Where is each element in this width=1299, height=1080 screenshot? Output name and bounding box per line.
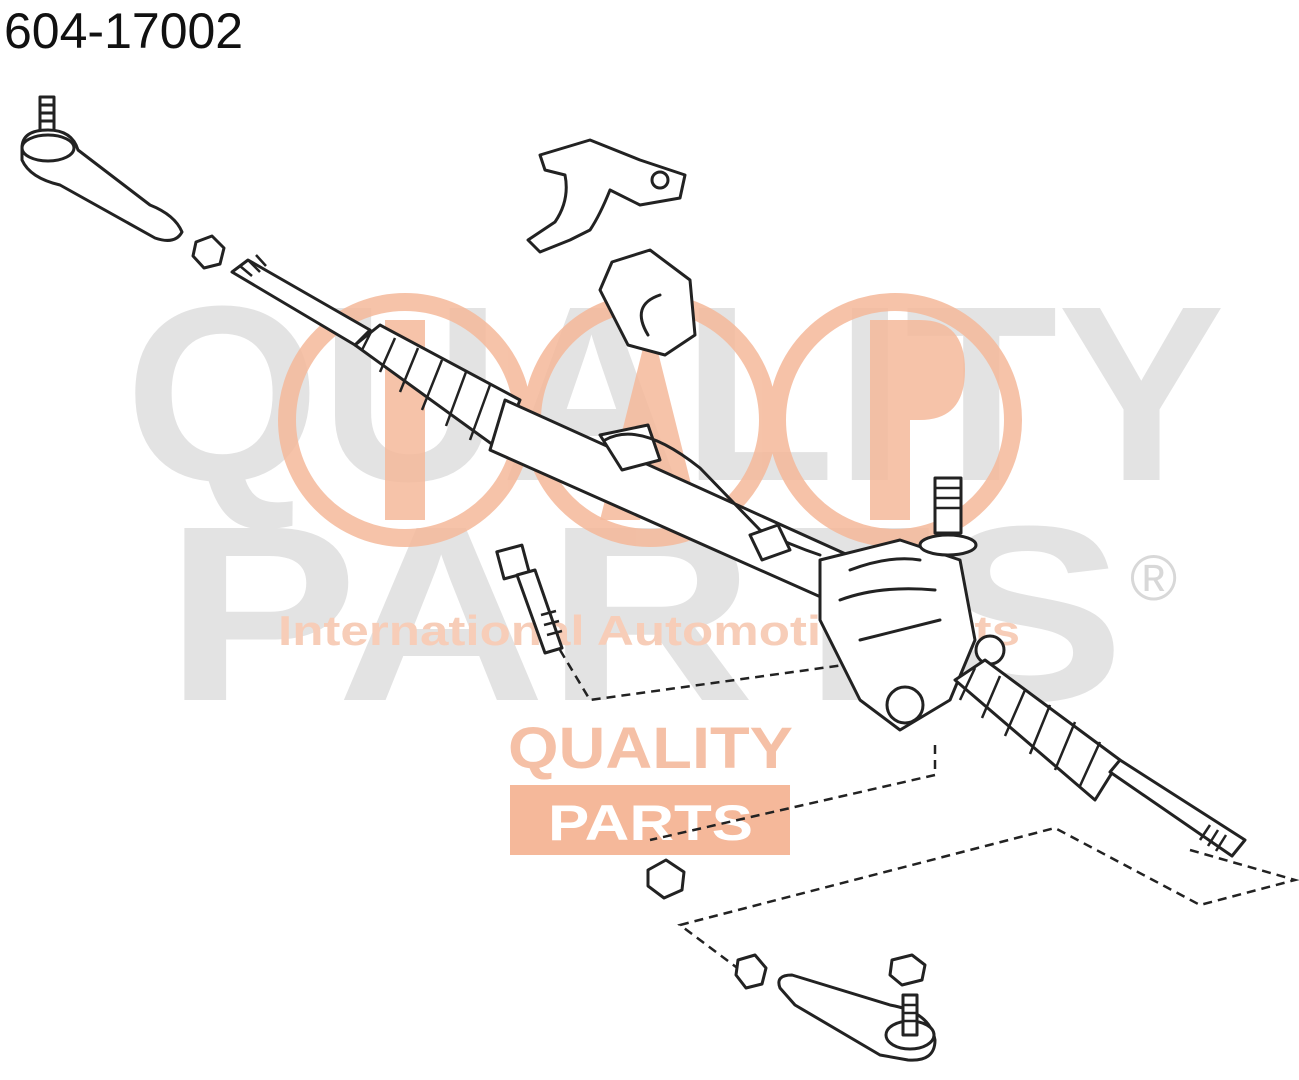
right-ball-stud-thread <box>901 993 919 1037</box>
hydraulic-line-upper <box>603 432 822 557</box>
steering-rack-assembly <box>230 254 1247 858</box>
left-tie-rod-end <box>20 95 184 242</box>
pinion-shaft <box>933 476 963 535</box>
logo-ring-right <box>768 293 1022 547</box>
rack-bracket-clamp <box>526 138 687 254</box>
part-number-label: 604-17002 <box>4 3 244 59</box>
badge-quality-text: QUALITY <box>508 716 793 781</box>
mounting-nut <box>646 858 686 900</box>
mounting-bolt <box>495 543 564 655</box>
line-clamp <box>748 523 792 562</box>
right-inner-tie-rod <box>1108 758 1247 858</box>
logo-letter-p <box>870 320 965 520</box>
badge-parts-text: PARTS <box>548 795 753 851</box>
badge-parts-box <box>510 785 790 855</box>
rack-bushing <box>598 248 697 357</box>
assembly-guides <box>558 649 1299 986</box>
castle-nut <box>888 953 927 987</box>
mount-bushing <box>885 685 925 725</box>
bolt-guide-line <box>558 649 881 702</box>
right-tie-rod-guide-line <box>677 826 1299 986</box>
left-inner-tie-rod <box>230 258 372 347</box>
port-fitting <box>974 634 1006 666</box>
registered-mark: ® <box>1130 542 1177 614</box>
nut-guide-line <box>649 745 937 842</box>
bolt-shank <box>515 568 564 655</box>
left-jam-nut <box>191 234 226 270</box>
right-jam-nut <box>734 953 768 990</box>
right-tie-rod-end <box>777 973 937 1062</box>
